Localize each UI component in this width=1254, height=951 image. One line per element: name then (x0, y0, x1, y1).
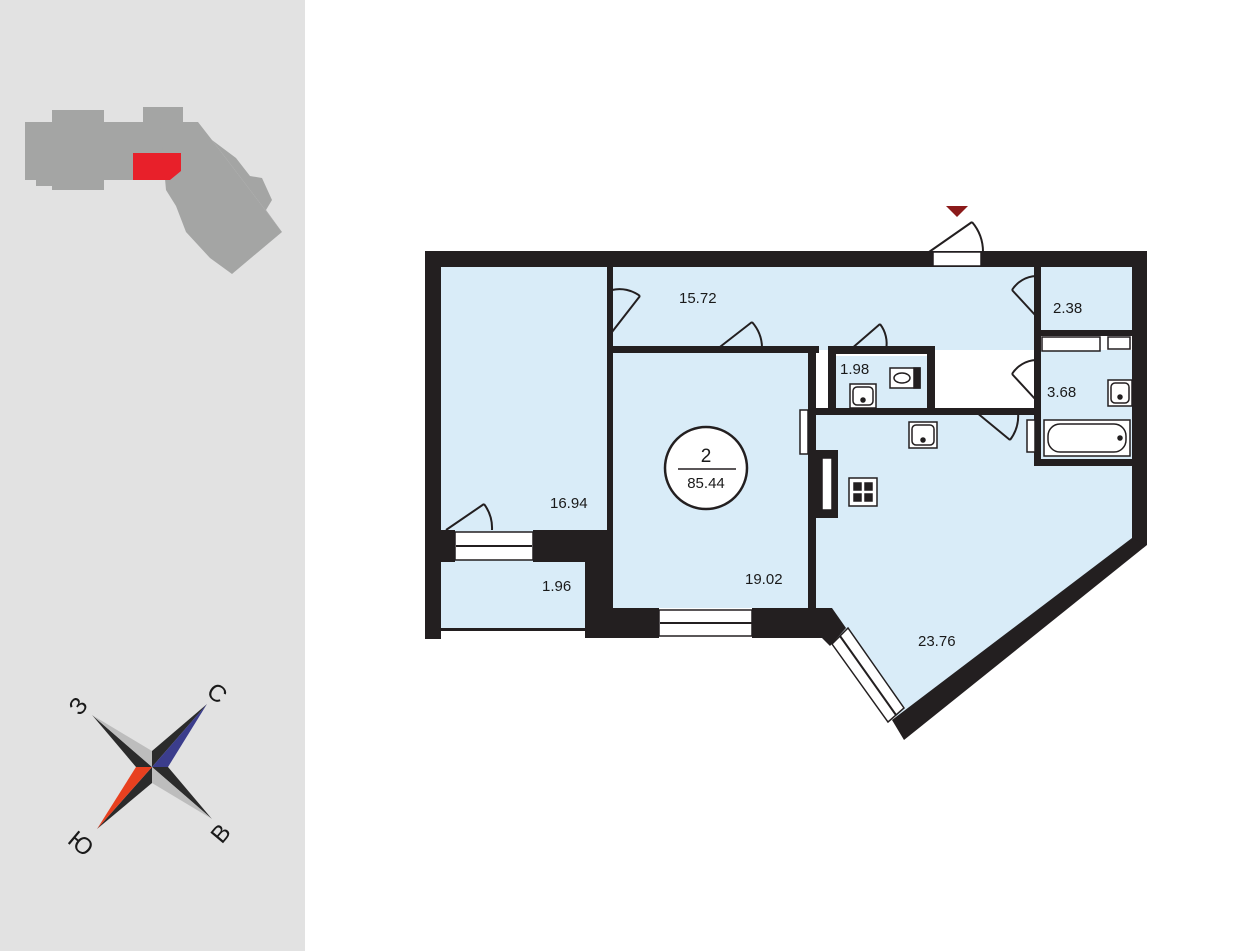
room-area-left: 16.94 (550, 495, 588, 512)
apartment-location-marker (133, 153, 181, 180)
room-area-hall: 15.72 (679, 290, 717, 307)
apartment-total-area: 85.44 (687, 475, 725, 492)
pier-niche-1 (821, 457, 833, 511)
wall-balcony-left (425, 530, 455, 562)
door-thresholds (609, 290, 1020, 412)
entrance-triangle-icon (946, 206, 968, 217)
storage-shelf-1 (1041, 336, 1101, 352)
apartment-badge (663, 425, 749, 511)
compass-east-arm-shade (152, 767, 212, 819)
storage-shelf-2 (1107, 336, 1131, 350)
room-area-center: 19.02 (745, 571, 783, 588)
door-room-left (611, 288, 641, 333)
bath-partition-niche (1026, 419, 1036, 453)
wall-hall-bottom (607, 346, 819, 353)
wall-bottom-center-left (585, 608, 659, 638)
room-area-loggia: 1.96 (542, 578, 571, 595)
window-glazing-lines (456, 545, 897, 716)
compass-rose (92, 704, 212, 829)
hall-fill (613, 266, 1038, 350)
door-storage (1011, 275, 1037, 317)
room-area-bathroom: 3.68 (1047, 384, 1076, 401)
wall-wc-top (830, 346, 935, 354)
sink-icon (908, 421, 938, 449)
doors (445, 221, 1037, 531)
side-panel-graphics: С В Ю З (25, 107, 282, 862)
entrance-opening (932, 251, 982, 267)
compass-south-arm-shade (97, 767, 152, 829)
wall-kitchen-top (816, 408, 1040, 415)
compass-north-arm-shade (152, 704, 207, 767)
room-area-kitchen: 23.76 (918, 633, 956, 650)
wall-bath-left (1034, 266, 1041, 466)
wall-room-center-right (808, 346, 816, 616)
entrance-door (928, 221, 985, 253)
compass-west-arm-shade (92, 715, 152, 767)
pier-niche-2 (799, 409, 809, 455)
room-area-storage: 2.38 (1053, 300, 1082, 317)
door-kitchen (975, 411, 1020, 441)
wall-bottom-center-right (752, 608, 824, 638)
stove-icon (848, 477, 878, 507)
side-panel: С В Ю З (0, 0, 305, 951)
loggia-fill (440, 560, 586, 630)
wall-loggia-bottom (440, 628, 586, 631)
wall-room-left-lower (607, 346, 613, 538)
sink-icon (1107, 379, 1133, 407)
sink-icon (849, 383, 877, 409)
outer-wall-left (425, 251, 441, 639)
room-fills (440, 266, 1133, 718)
door-bathroom (1011, 359, 1037, 401)
door-wc (849, 323, 888, 351)
wall-wc-right (927, 346, 935, 414)
wall-storage-bottom (1040, 330, 1133, 336)
wall-bath-bottom (1034, 459, 1134, 466)
storage-fill (1040, 266, 1133, 332)
building-key-plan (25, 107, 282, 274)
outer-wall-diagonal (892, 538, 1147, 740)
door-balcony (445, 503, 494, 531)
bathtub-icon (1043, 419, 1131, 457)
outer-wall-top (425, 251, 1147, 267)
room-area-wc: 1.98 (840, 361, 869, 378)
kitchen-fill (816, 414, 1132, 718)
outer-wall-right (1132, 251, 1147, 545)
room-left-fill (440, 266, 610, 542)
toilet-icon (889, 367, 921, 389)
wall-kitchen-window-corner (816, 608, 846, 646)
wall-wc-left (828, 346, 836, 414)
apartment-rooms-count: 2 (701, 446, 712, 467)
fixtures (848, 367, 1133, 507)
